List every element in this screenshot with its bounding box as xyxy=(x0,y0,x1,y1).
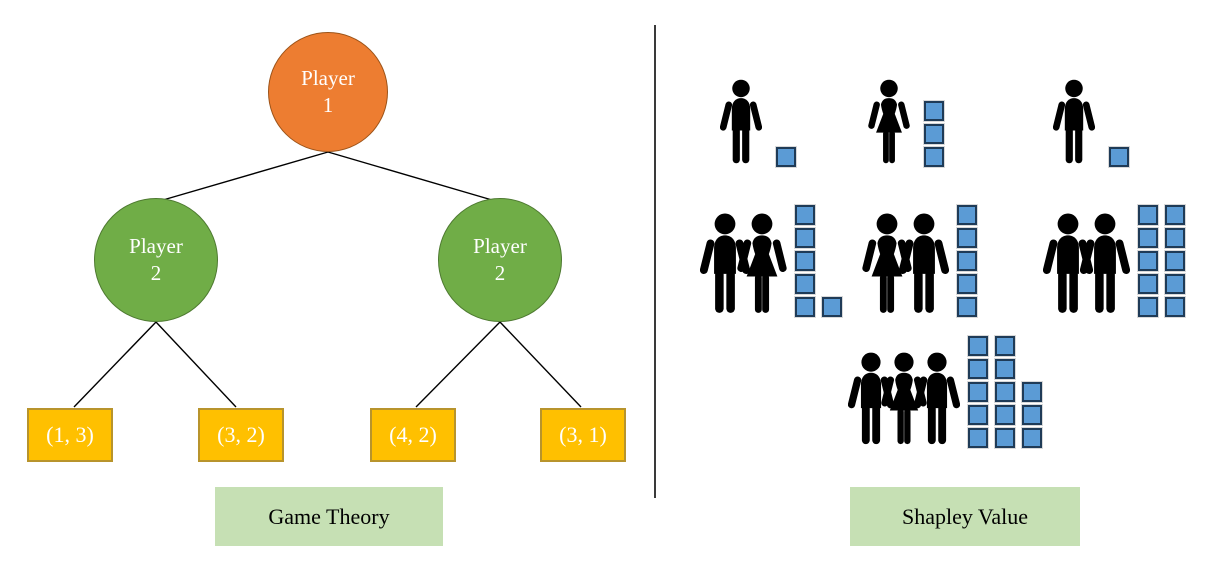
square-column xyxy=(1109,147,1129,167)
value-square xyxy=(795,274,815,294)
value-square xyxy=(1138,251,1158,271)
square-column xyxy=(1138,205,1158,317)
squares-grid xyxy=(924,101,944,167)
squares-grid xyxy=(1138,205,1185,317)
square-column xyxy=(776,147,796,167)
shapley-group xyxy=(1043,205,1185,317)
value-square xyxy=(1138,274,1158,294)
shapley-group xyxy=(862,205,977,317)
squares-grid xyxy=(1109,147,1129,167)
square-column xyxy=(822,297,842,317)
man-icon xyxy=(720,79,762,167)
shapley-group xyxy=(700,205,842,317)
child-node-label-line1: Player xyxy=(473,233,527,258)
payoff-box: (4, 2) xyxy=(370,408,456,462)
child-node-label-line1: Player xyxy=(129,233,183,258)
value-square xyxy=(795,297,815,317)
value-square xyxy=(968,359,988,379)
shapley-group xyxy=(868,79,944,167)
game-theory-label: Game Theory xyxy=(215,487,443,546)
value-square xyxy=(968,428,988,448)
value-square xyxy=(968,382,988,402)
value-square xyxy=(957,297,977,317)
value-square xyxy=(1109,147,1129,167)
value-square xyxy=(995,405,1015,425)
value-square xyxy=(924,124,944,144)
square-column xyxy=(957,205,977,317)
child-node-label-line2: 2 xyxy=(494,261,506,285)
value-square xyxy=(1138,205,1158,225)
shapley-value-label: Shapley Value xyxy=(850,487,1080,546)
value-square xyxy=(957,228,977,248)
value-square xyxy=(776,147,796,167)
value-square xyxy=(924,101,944,121)
man-icon xyxy=(1053,79,1095,167)
value-square xyxy=(995,428,1015,448)
people-row xyxy=(1053,79,1095,167)
value-square xyxy=(968,336,988,356)
man-icon xyxy=(899,213,949,317)
value-square xyxy=(1138,297,1158,317)
value-square xyxy=(957,251,977,271)
square-column xyxy=(995,336,1015,448)
root-node-label-line2: 1 xyxy=(322,93,334,117)
people-row xyxy=(868,79,910,167)
shapley-group xyxy=(720,79,796,167)
value-square xyxy=(795,228,815,248)
woman-icon xyxy=(868,79,910,167)
squares-grid xyxy=(957,205,977,317)
child-node-player2-left: Player 2 xyxy=(94,198,218,322)
woman-icon xyxy=(737,213,787,317)
value-square xyxy=(995,382,1015,402)
value-square xyxy=(995,336,1015,356)
square-column xyxy=(968,336,988,448)
square-column xyxy=(1022,382,1042,448)
value-square xyxy=(1138,228,1158,248)
man-icon xyxy=(914,352,960,448)
value-square xyxy=(1022,428,1042,448)
people-row xyxy=(720,79,762,167)
value-square xyxy=(1165,251,1185,271)
square-column xyxy=(1165,205,1185,317)
value-square xyxy=(1165,297,1185,317)
root-node-label-line1: Player xyxy=(301,65,355,90)
child-node-label-line2: 2 xyxy=(150,261,162,285)
squares-grid xyxy=(795,205,842,317)
value-square xyxy=(995,359,1015,379)
payoff-box: (3, 2) xyxy=(198,408,284,462)
value-square xyxy=(795,205,815,225)
value-square xyxy=(957,205,977,225)
people-row xyxy=(862,213,949,317)
shapley-group xyxy=(1053,79,1129,167)
value-square xyxy=(1022,382,1042,402)
child-node-player2-right: Player 2 xyxy=(438,198,562,322)
root-node-player1: Player 1 xyxy=(268,32,388,152)
people-row xyxy=(848,352,960,448)
value-square xyxy=(968,405,988,425)
people-row xyxy=(700,213,787,317)
payoff-box: (3, 1) xyxy=(540,408,626,462)
value-square xyxy=(1022,405,1042,425)
people-row xyxy=(1043,213,1130,317)
divider-line xyxy=(654,25,656,498)
value-square xyxy=(924,147,944,167)
value-square xyxy=(795,251,815,271)
value-square xyxy=(822,297,842,317)
value-square xyxy=(957,274,977,294)
square-column xyxy=(924,101,944,167)
payoff-box: (1, 3) xyxy=(27,408,113,462)
man-icon xyxy=(1080,213,1130,317)
value-square xyxy=(1165,228,1185,248)
value-square xyxy=(1165,274,1185,294)
value-square xyxy=(1165,205,1185,225)
squares-grid xyxy=(968,336,1042,448)
squares-grid xyxy=(776,147,796,167)
square-column xyxy=(795,205,815,317)
shapley-group xyxy=(848,336,1042,448)
